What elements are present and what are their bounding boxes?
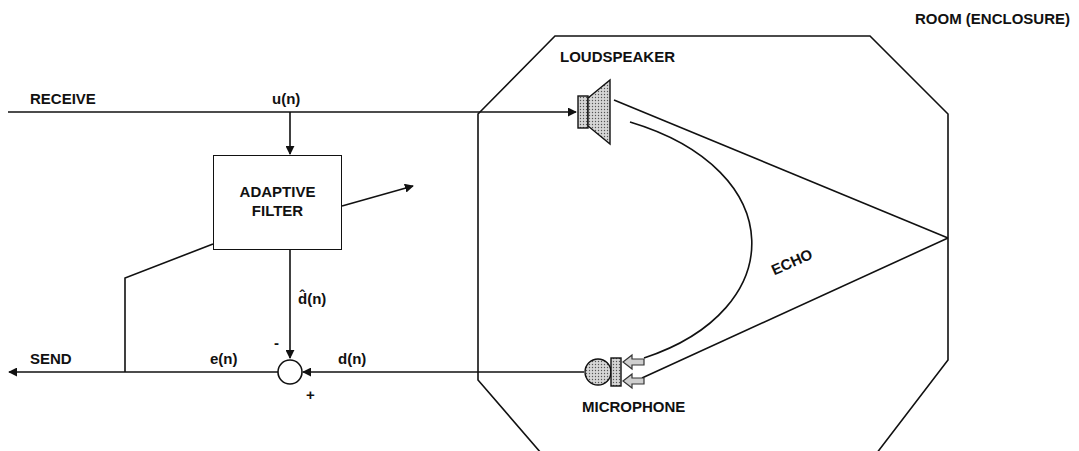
signal-name: SEND (30, 350, 72, 367)
reflection-path (642, 238, 948, 378)
room-title: ROOM (ENCLOSURE) (915, 10, 1070, 27)
box-text: ADAPTIVE FILTER (230, 183, 326, 221)
loudspeaker-cone (588, 80, 610, 144)
loudspeaker-magnet (578, 96, 588, 128)
process-box: ADAPTIVE FILTER (213, 155, 342, 250)
signal-name: u(n) (272, 90, 300, 107)
echo-arrival-arrow (623, 355, 644, 369)
adaptation-arrow (342, 186, 413, 206)
receive-line (8, 111, 576, 113)
signal-name: d(n) (338, 350, 366, 367)
estimate-line (289, 250, 291, 358)
signal-name: RECEIVE (30, 90, 96, 107)
reflection-path (614, 100, 948, 238)
room-enclosure: ROOM (ENCLOSURE) (478, 0, 1079, 451)
path-name: ECHO (768, 245, 815, 278)
input-tap (289, 112, 291, 154)
microphone-line (303, 371, 584, 373)
room-outline (478, 36, 948, 451)
sign-mark: + (306, 386, 315, 403)
echo-arrival-arrow (623, 374, 644, 388)
signal-name: e(n) (210, 350, 238, 367)
echo-path (630, 122, 752, 358)
microphone-body (585, 359, 611, 385)
microphone-capsule (611, 358, 621, 386)
sign-mark: - (274, 334, 279, 351)
room-outline (478, 0, 1079, 451)
part-name: LOUDSPEAKER (560, 48, 675, 65)
part-name: MICROPHONE (582, 398, 685, 415)
signal-name: d̂(n) (298, 290, 326, 307)
send-line (9, 371, 278, 373)
summing-junction (278, 360, 302, 384)
error-feedback (125, 244, 213, 372)
